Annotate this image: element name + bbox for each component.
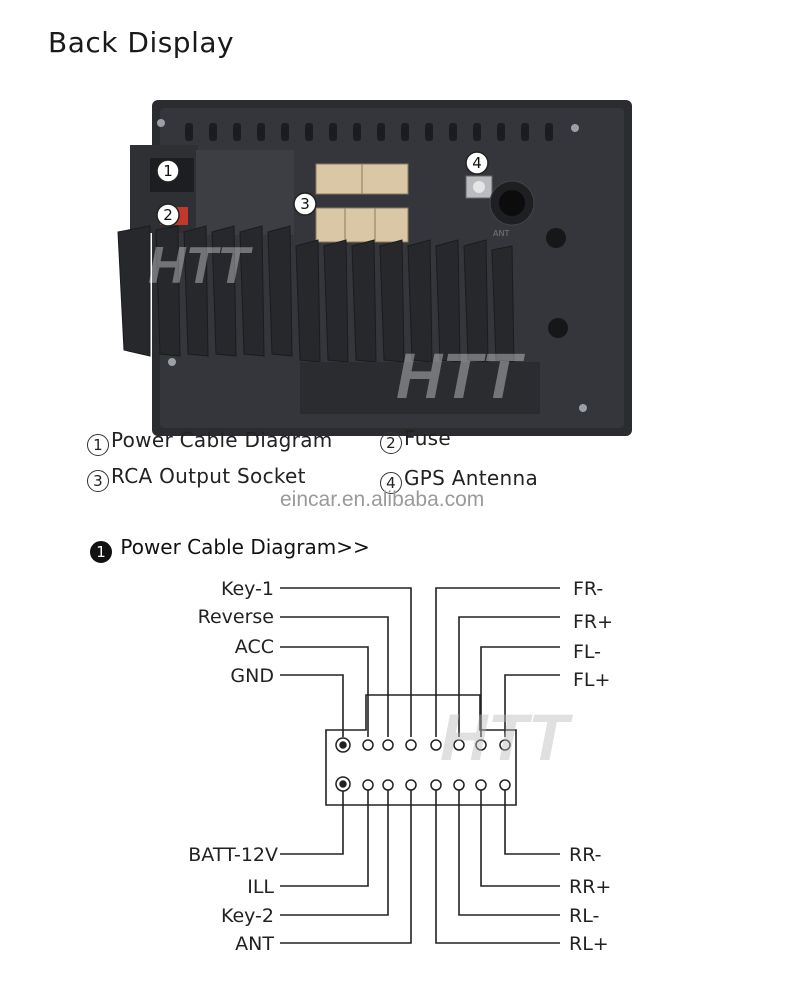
connector-outline bbox=[325, 694, 517, 806]
wire-fl-plus bbox=[504, 674, 560, 737]
wire-gnd bbox=[280, 674, 344, 737]
legend-label: Power Cable Diagram bbox=[111, 428, 333, 452]
watermark-2: HTT bbox=[396, 340, 525, 412]
wire-fl-minus bbox=[480, 646, 560, 737]
svg-text:3: 3 bbox=[300, 195, 310, 213]
wire-rl-plus bbox=[435, 790, 560, 944]
wire-key-2 bbox=[280, 790, 389, 916]
wire-fr-plus bbox=[458, 616, 560, 737]
legend-marker: 2 bbox=[380, 432, 402, 454]
wire-key-1 bbox=[280, 587, 412, 737]
legend-marker: 4 bbox=[380, 472, 402, 494]
label-rl-minus: RL- bbox=[569, 905, 600, 927]
svg-text:1: 1 bbox=[163, 162, 173, 180]
label-ant: ANT bbox=[235, 933, 274, 955]
heatsink bbox=[117, 225, 515, 363]
screws bbox=[157, 119, 587, 412]
wire-rr-plus bbox=[480, 790, 560, 887]
device-back-photo: ANT HTT HTT 1 2 3 4 bbox=[117, 100, 632, 436]
wire-batt-12v bbox=[280, 790, 344, 855]
top-vents bbox=[185, 123, 553, 141]
section-title-text: Power Cable Diagram>> bbox=[120, 535, 370, 559]
label-ill: ILL bbox=[247, 876, 274, 898]
label-batt-12v: BATT-12V bbox=[188, 844, 278, 866]
label-fr-plus: FR+ bbox=[573, 611, 614, 633]
svg-text:4: 4 bbox=[472, 154, 482, 172]
photo-marker-3 bbox=[293, 192, 317, 216]
section-marker: 1 bbox=[90, 541, 112, 563]
page-title: Back Display bbox=[48, 26, 235, 59]
legend-label: Fuse bbox=[404, 426, 452, 450]
legend-label: GPS Antenna bbox=[404, 466, 539, 490]
connector-pins bbox=[335, 737, 511, 792]
label-key-1: Key-1 bbox=[220, 578, 274, 600]
label-fl-plus: FL+ bbox=[573, 669, 611, 691]
photo-marker-4 bbox=[465, 151, 489, 175]
svg-text:2: 2 bbox=[163, 206, 173, 224]
label-acc: ACC bbox=[234, 636, 274, 658]
source-credit: eincar.en.alibaba.com bbox=[280, 488, 485, 511]
section-title: 1 Power Cable Diagram>> bbox=[90, 535, 370, 563]
legend-marker: 1 bbox=[87, 434, 109, 456]
watermark-3: HTT bbox=[440, 700, 573, 774]
label-rr-plus: RR+ bbox=[569, 876, 612, 898]
watermark-1: HTT bbox=[148, 237, 253, 295]
label-rr-minus: RR- bbox=[569, 844, 602, 866]
wire-acc bbox=[280, 646, 369, 737]
wire-rl-minus bbox=[458, 790, 560, 916]
wire-fr-minus bbox=[435, 587, 560, 737]
wire-rr-minus bbox=[504, 790, 560, 855]
ant-photo-label: ANT bbox=[493, 229, 509, 238]
wire-ill bbox=[280, 790, 369, 887]
label-rl-plus: RL+ bbox=[569, 933, 609, 955]
photo-marker-1 bbox=[156, 159, 180, 183]
label-fl-minus: FL- bbox=[573, 641, 602, 663]
label-reverse: Reverse bbox=[197, 606, 274, 628]
legend-marker: 3 bbox=[87, 470, 109, 492]
wire-reverse bbox=[280, 616, 389, 737]
photo-marker-2 bbox=[156, 203, 180, 227]
wire-ant bbox=[280, 790, 412, 944]
label-key-2: Key-2 bbox=[220, 905, 274, 927]
label-gnd: GND bbox=[230, 665, 274, 687]
label-fr-minus: FR- bbox=[573, 578, 604, 600]
legend-label: RCA Output Socket bbox=[111, 464, 306, 488]
connector-rca bbox=[315, 207, 409, 243]
